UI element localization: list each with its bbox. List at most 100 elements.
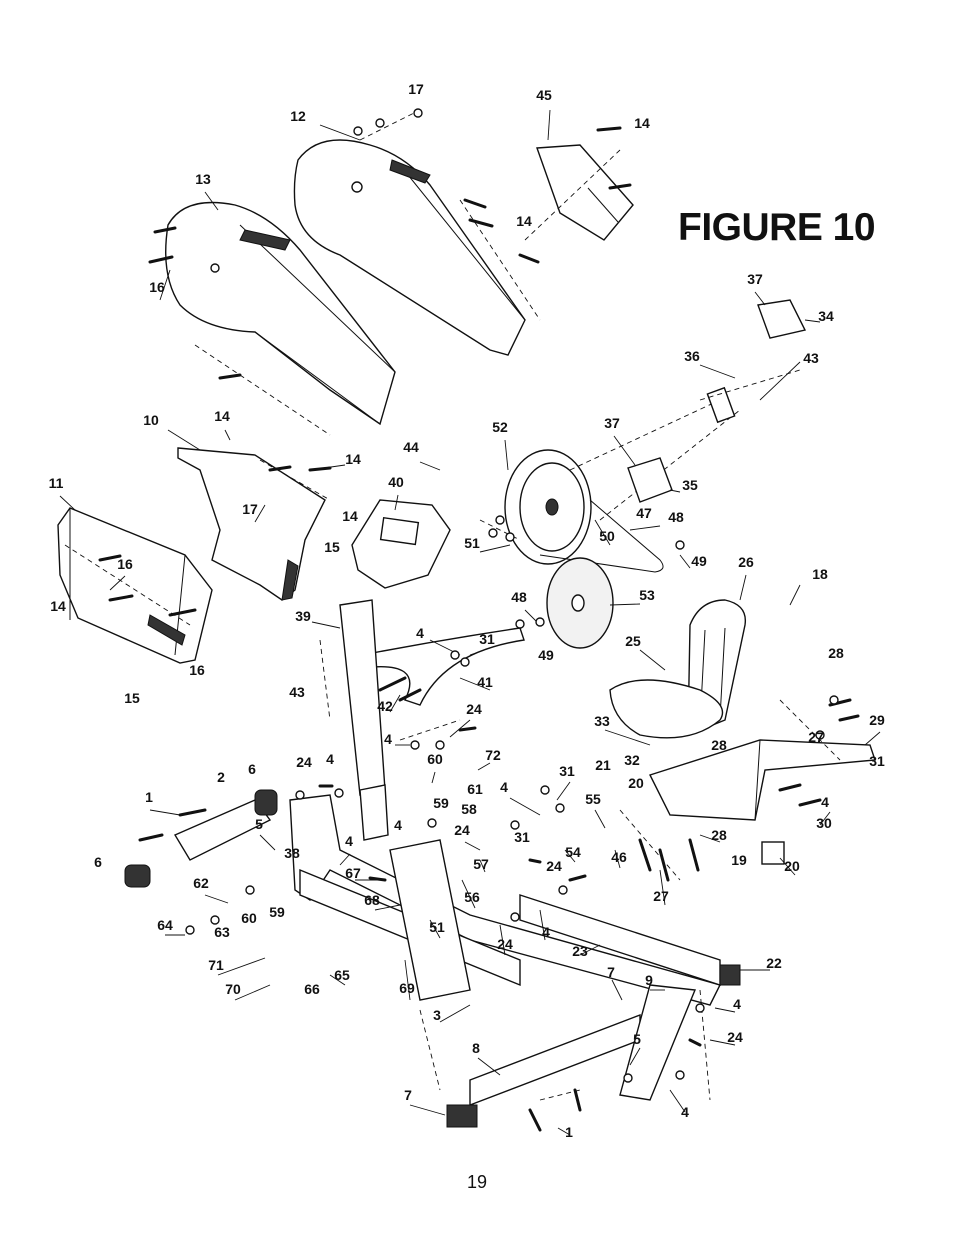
assembly-guide-line: [419, 1009, 441, 1091]
leader-line: [789, 584, 801, 606]
part-callout: 25: [625, 633, 641, 649]
part-callout: 14: [345, 451, 361, 467]
hex-bolt-icon: [268, 465, 292, 472]
part-callout: 40: [388, 474, 404, 490]
bracket-9: [619, 984, 696, 1101]
part-callout: 4: [500, 779, 508, 795]
leader-line: [204, 894, 229, 904]
part-callout: 4: [326, 751, 334, 767]
leader-line: [374, 904, 401, 911]
washer-icon: [488, 528, 498, 538]
part-callout: 14: [342, 508, 358, 524]
handlebar-41: [361, 627, 525, 706]
hex-bolt-icon: [658, 848, 670, 882]
washer-icon: [558, 885, 568, 895]
leader-line: [709, 1039, 736, 1046]
hex-bolt-icon: [528, 858, 542, 864]
leader-line: [217, 957, 266, 976]
part-callout: 10: [143, 412, 159, 428]
leader-line: [611, 979, 623, 1001]
leader-line: [429, 919, 441, 939]
leader-line: [539, 909, 546, 941]
front-stabilizer-2: [124, 789, 278, 888]
leader-line: [149, 809, 181, 816]
leader-line: [779, 857, 796, 876]
part-callout: 24: [727, 1029, 743, 1045]
part-callout: 11: [49, 475, 64, 491]
leader-line: [614, 849, 621, 869]
washer-icon: [540, 785, 550, 795]
part-callout: 31: [479, 631, 495, 647]
part-callout: 12: [290, 108, 306, 124]
leader-line: [479, 544, 511, 553]
assembly-guide-line: [319, 639, 331, 721]
hex-bolt-icon: [688, 838, 700, 872]
cover-12: [293, 139, 526, 356]
assembly-guide-line: [539, 1089, 581, 1101]
washer-icon: [535, 617, 545, 627]
upright-post: [339, 599, 389, 841]
leader-line: [167, 429, 201, 451]
part-callout: 4: [733, 996, 741, 1012]
assembly-guide-line: [524, 149, 621, 241]
part-callout: 31: [514, 829, 530, 845]
part-callout: 24: [466, 701, 482, 717]
part-callout: 70: [225, 981, 241, 997]
washer-icon: [410, 740, 420, 750]
leader-line: [479, 859, 486, 873]
part-callout: 48: [668, 509, 684, 525]
part-callout: 48: [511, 589, 527, 605]
part-callout: 26: [738, 554, 754, 570]
assembly-guide-line: [259, 459, 331, 501]
hex-bolt-icon: [108, 594, 134, 602]
leader-line: [659, 869, 666, 906]
part-callout: 1: [565, 1124, 573, 1140]
leader-line: [477, 762, 491, 771]
leader-line: [594, 519, 611, 546]
hex-bolt-icon: [596, 126, 622, 132]
leader-line: [629, 1047, 641, 1066]
hex-bolt-icon: [398, 688, 422, 702]
washer-icon: [505, 532, 515, 542]
part-callout: 5: [255, 816, 263, 832]
part-callout: 46: [611, 849, 627, 865]
part-callout: 21: [595, 757, 611, 773]
hex-bolt-icon: [568, 874, 587, 882]
leader-line: [699, 834, 721, 843]
part-callout: 20: [628, 775, 644, 791]
washer-icon: [515, 619, 525, 629]
leader-line: [159, 269, 171, 301]
part-callout: 49: [538, 647, 554, 663]
part-callout: 62: [193, 875, 209, 891]
leader-line: [329, 974, 346, 986]
washer-icon: [334, 788, 344, 798]
leader-line: [629, 525, 661, 531]
rail-23: [519, 894, 741, 986]
part-callout: 67: [345, 865, 361, 881]
hex-bolt-icon: [608, 183, 632, 190]
part-callout: 17: [242, 501, 258, 517]
hex-bolt-icon: [463, 198, 487, 209]
washer-icon: [185, 925, 195, 935]
leader-line: [504, 439, 509, 471]
part-callout: 66: [304, 981, 320, 997]
hex-bolt-icon: [378, 676, 407, 692]
washer-icon: [510, 912, 520, 922]
hex-bolt-icon: [798, 798, 822, 807]
part-callout: 5: [633, 1031, 641, 1047]
part-callout: 14: [214, 408, 230, 424]
part-callout: 35: [682, 477, 698, 493]
part-callout: 4: [394, 817, 402, 833]
part-callout: 1: [145, 789, 153, 805]
part-callout: 2: [217, 769, 225, 785]
part-callout: 60: [427, 751, 443, 767]
leader-line: [59, 495, 76, 511]
part-callout: 59: [433, 795, 449, 811]
washer-icon: [623, 1073, 633, 1083]
part-callout: 44: [403, 439, 419, 455]
leader-line: [464, 841, 481, 851]
assembly-guide-line: [459, 199, 541, 321]
leader-line: [604, 729, 651, 746]
hex-bolt-icon: [468, 218, 494, 228]
